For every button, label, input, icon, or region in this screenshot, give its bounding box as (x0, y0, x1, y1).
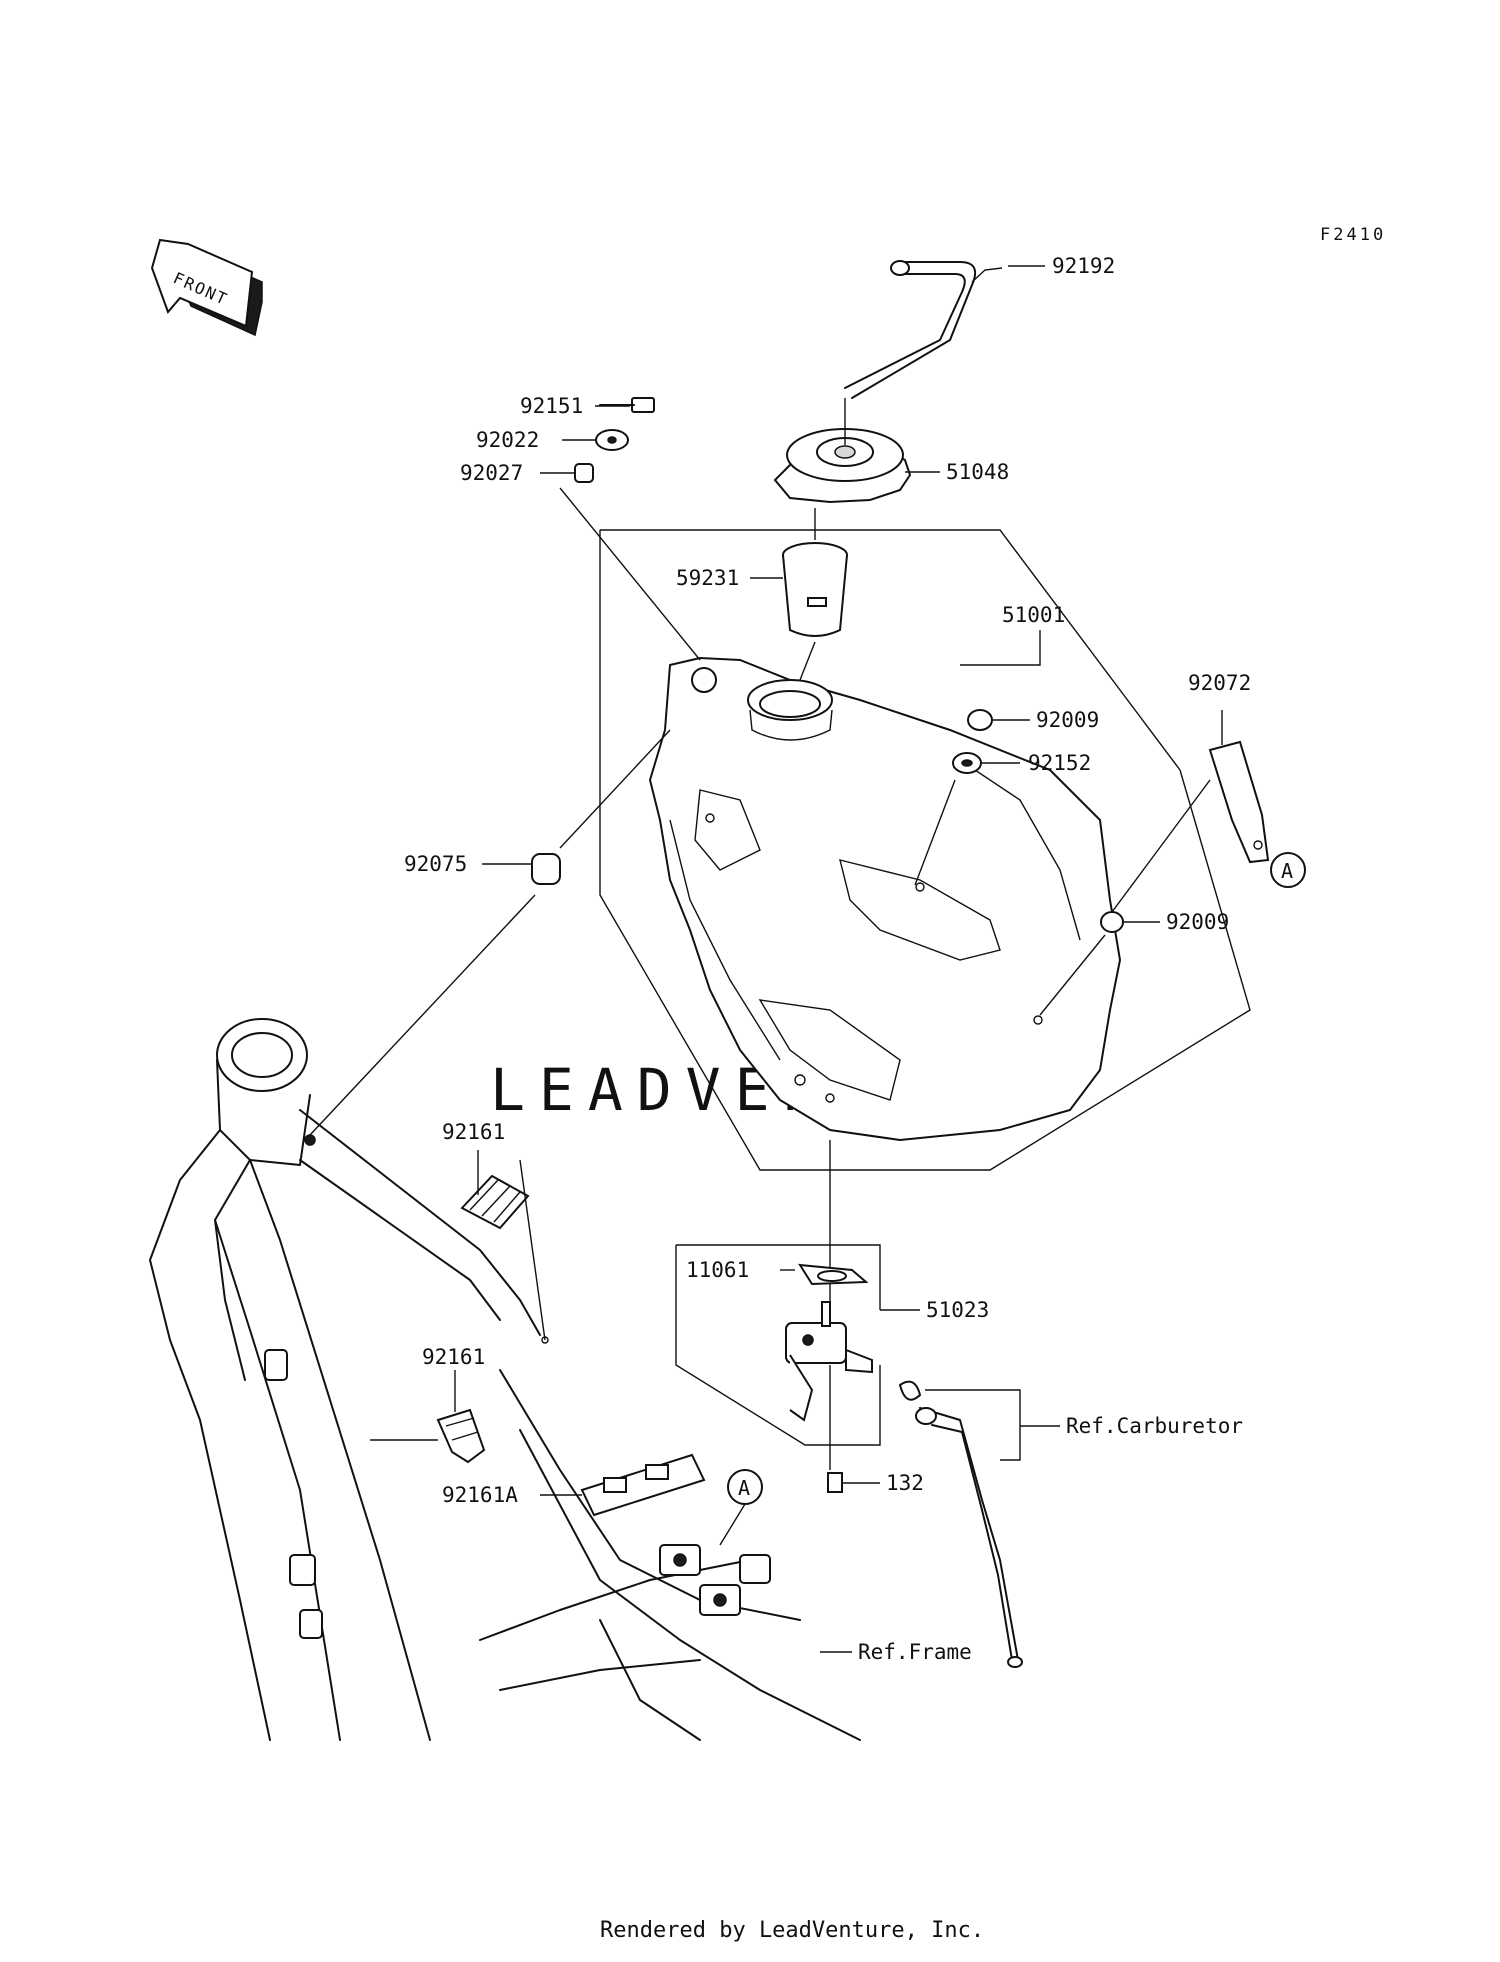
label-ref-frame: Ref.Frame (858, 1640, 972, 1664)
frame-illustration (149, 1018, 861, 1741)
label-92027: 92027 (460, 461, 523, 485)
label-92009-upper: 92009 (1036, 708, 1099, 732)
grommet-92009-lower (1039, 779, 1211, 1016)
collar-92152 (914, 752, 982, 886)
grommet-92075 (309, 729, 671, 1136)
fuel-cock-assembly (675, 1140, 920, 1493)
label-92151: 92151 (520, 394, 583, 418)
label-11061: 11061 (686, 1258, 749, 1282)
footer-credit: Rendered by LeadVenture, Inc. (600, 1918, 984, 1943)
diagram-code: F2410 (1320, 225, 1386, 245)
callout-a-upper: A (1270, 852, 1306, 888)
label-92022: 92022 (476, 428, 539, 452)
label-ref-carburetor: Ref.Carburetor (1066, 1414, 1243, 1438)
leader-92027-to-tank (559, 487, 701, 661)
label-92192: 92192 (1052, 254, 1115, 278)
damper-92161A (580, 1453, 706, 1517)
strap-92072 (1208, 710, 1270, 864)
grommet-92009-upper (967, 709, 993, 731)
label-92161A: 92161A (442, 1483, 518, 1507)
label-132: 132 (886, 1471, 924, 1495)
screw-92151 (599, 397, 655, 413)
label-92072: 92072 (1188, 671, 1251, 695)
svg-text:A: A (738, 1476, 750, 1500)
front-arrow-icon: FRONT (150, 238, 263, 337)
damper-92161-upper (460, 1150, 549, 1344)
label-92152: 92152 (1028, 751, 1091, 775)
vent-hose (844, 260, 1003, 399)
collar-92027 (574, 463, 594, 483)
tank-assembly-bracket (599, 529, 1251, 1171)
label-59231: 59231 (676, 566, 739, 590)
label-92009-lower: 92009 (1166, 910, 1229, 934)
label-92161-lower: 92161 (422, 1345, 485, 1369)
fuel-strainer (782, 508, 848, 681)
fuel-tank (648, 656, 1122, 1142)
callout-a-lower: A (719, 1469, 763, 1546)
damper-92161-lower (370, 1370, 486, 1464)
fuel-hose (898, 1380, 1060, 1668)
label-51048: 51048 (946, 460, 1009, 484)
fuel-cap (773, 398, 912, 504)
washer-92022 (595, 429, 629, 451)
label-92075: 92075 (404, 852, 467, 876)
leader-lines (482, 265, 1160, 1653)
label-92161-upper: 92161 (442, 1120, 505, 1144)
svg-text:A: A (1281, 859, 1293, 883)
label-51023: 51023 (926, 1298, 989, 1322)
label-51001: 51001 (1002, 603, 1065, 627)
